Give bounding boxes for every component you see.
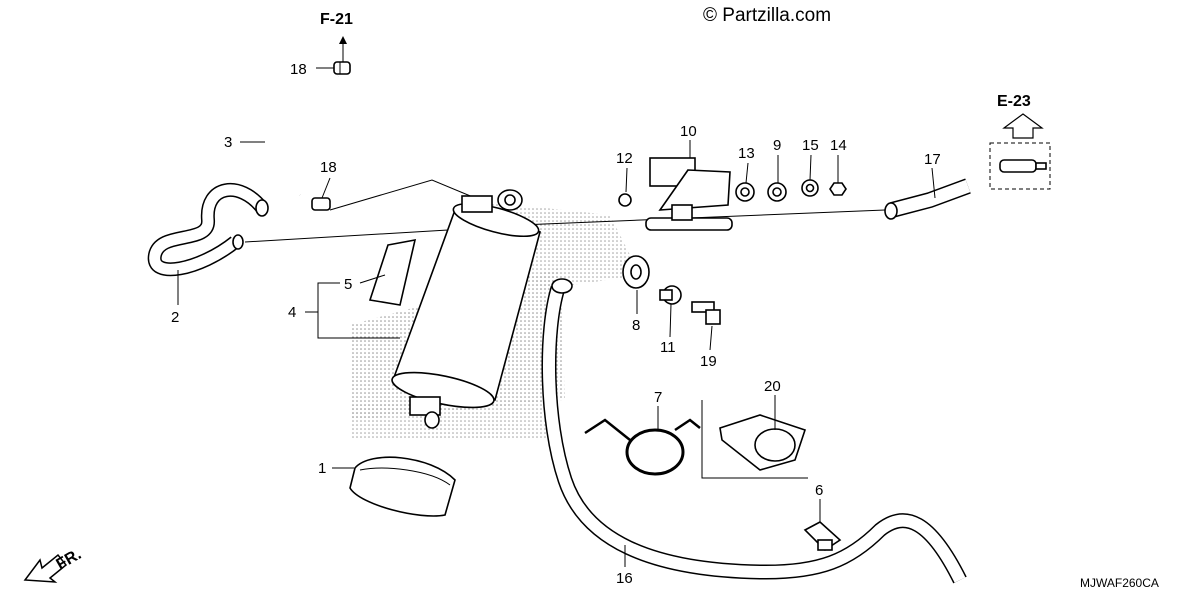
part-18-clamp-lower[interactable] <box>311 197 331 211</box>
part-3-hose[interactable] <box>261 74 344 200</box>
tube-line-2 <box>329 179 481 211</box>
ref-f21[interactable]: F-21 <box>320 11 353 28</box>
callout-18a[interactable]: 18 <box>290 61 307 78</box>
callout-5[interactable]: 5 <box>344 276 352 293</box>
callout-12[interactable]: 12 <box>616 150 633 167</box>
part-7-clip[interactable] <box>584 418 701 476</box>
part-10-valve[interactable] <box>645 157 733 231</box>
part-2-hose[interactable] <box>147 183 269 277</box>
part-19-bolt[interactable] <box>691 301 721 325</box>
callout-14[interactable]: 14 <box>830 137 847 154</box>
part-16-hose[interactable] <box>541 278 967 584</box>
callout-7[interactable]: 7 <box>654 389 662 406</box>
dashed-box <box>989 142 1051 190</box>
part-20-holder[interactable] <box>719 414 807 471</box>
callout-9[interactable]: 9 <box>773 137 781 154</box>
direction-arrow-icon <box>23 553 68 583</box>
arrow-up-icon <box>339 36 347 62</box>
callout-10[interactable]: 10 <box>680 123 697 140</box>
callout-8[interactable]: 8 <box>632 317 640 334</box>
callout-4[interactable]: 4 <box>288 304 296 321</box>
callout-11[interactable]: 11 <box>660 339 676 356</box>
part-1-band[interactable] <box>349 456 456 517</box>
callout-3[interactable]: 3 <box>224 134 232 151</box>
part-4-canister[interactable] <box>389 189 541 429</box>
callout-19[interactable]: 19 <box>700 353 717 370</box>
part-5-label[interactable] <box>368 238 417 306</box>
arrow-up-outline-icon <box>1002 113 1044 139</box>
ref-e23[interactable]: E-23 <box>997 93 1031 110</box>
part-12-washer[interactable] <box>618 193 632 207</box>
callout-2[interactable]: 2 <box>171 309 179 326</box>
callout-16[interactable]: 16 <box>616 570 633 587</box>
callout-13[interactable]: 13 <box>738 145 755 162</box>
part-14-nut[interactable] <box>829 182 847 196</box>
diagram-code: MJWAF260CA <box>1080 576 1159 590</box>
callout-1[interactable]: 1 <box>318 460 326 477</box>
part-6-clip[interactable] <box>803 521 842 552</box>
part-18-clamp-upper[interactable] <box>333 61 351 75</box>
tube-line <box>244 229 449 243</box>
callout-15[interactable]: 15 <box>802 137 819 154</box>
part-11-collar[interactable] <box>659 285 682 305</box>
bracket-20-6 <box>701 400 808 479</box>
callout-17[interactable]: 17 <box>924 151 941 168</box>
callout-6[interactable]: 6 <box>815 482 823 499</box>
part-17-hose[interactable] <box>884 178 971 220</box>
e23-fitting[interactable] <box>999 159 1047 173</box>
watermark: © Partzilla.com <box>703 5 831 26</box>
part-8-grommet[interactable] <box>622 255 650 289</box>
callout-20[interactable]: 20 <box>764 378 781 395</box>
callout-18b[interactable]: 18 <box>320 159 337 176</box>
